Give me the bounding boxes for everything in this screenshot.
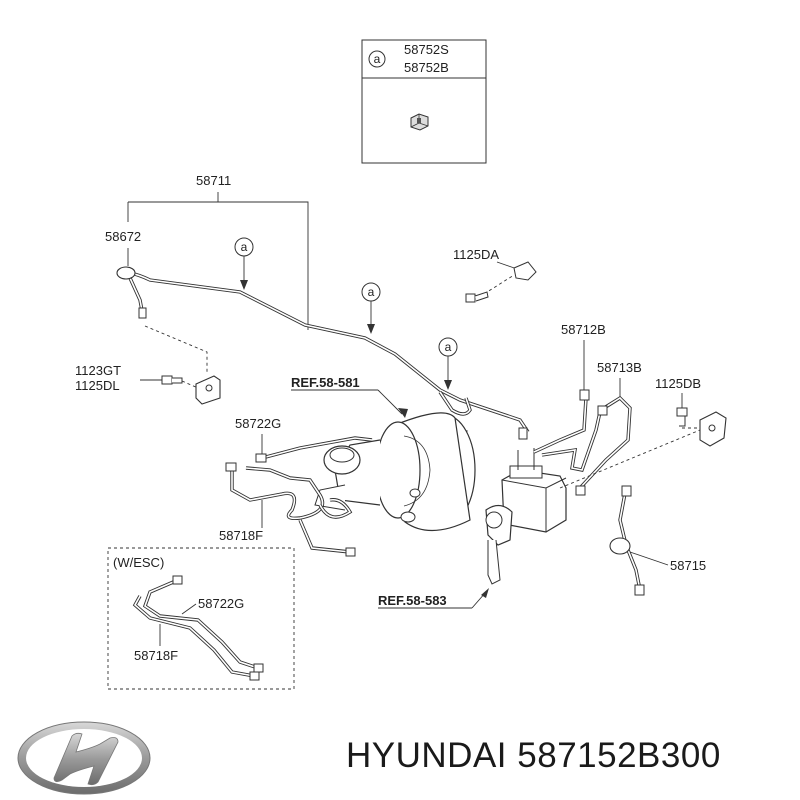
hyundai-logo-icon: [17, 721, 151, 795]
esc-title: (W/ESC): [113, 555, 164, 570]
inset-part-58752b: 58752B: [404, 60, 449, 75]
footer-caption: HYUNDAI 587152B300: [346, 736, 721, 776]
svg-text:a: a: [445, 340, 452, 354]
label-58715: 58715: [670, 558, 706, 573]
pipe-bracket: [195, 375, 221, 405]
clip-marker-1: a: [234, 237, 254, 290]
ref-58-581: REF.58-581: [291, 375, 360, 390]
pipe-58722g-58718f: [225, 436, 373, 557]
grommet-58672: [116, 266, 136, 280]
pipe-fitting: [138, 307, 147, 319]
clip-marker-3: a: [438, 337, 458, 390]
abs-module: [485, 448, 567, 585]
svg-text:a: a: [241, 240, 248, 254]
esc-variant-box: (W/ESC) 58722G 58718F: [107, 547, 295, 690]
label-58712b: 58712B: [561, 322, 606, 337]
inset-marker: a: [374, 52, 381, 66]
label-58722g: 58722G: [235, 416, 281, 431]
label-1123gt: 1123GT: [75, 363, 121, 378]
part-number: 587152B300: [517, 736, 721, 775]
bolt-1125da: [465, 291, 489, 303]
bracket-1125db: [699, 411, 727, 447]
clip-icon: [410, 113, 429, 131]
brake-booster: [314, 412, 476, 532]
label-1125dl: 1125DL: [75, 378, 120, 393]
svg-text:a: a: [368, 285, 375, 299]
bracket-1125da: [513, 261, 537, 281]
brand-name: HYUNDAI: [346, 736, 508, 775]
leader-58711: 58711: [127, 173, 309, 330]
esc-label-58722g: 58722G: [198, 596, 244, 611]
clip-detail-inset: a 58752S 58752B: [361, 39, 487, 164]
bolt-1123gt: [161, 375, 183, 385]
bolt-1125db: [676, 407, 688, 427]
clip-marker-2: a: [361, 282, 381, 334]
label-1125da: 1125DA: [453, 247, 499, 262]
label-58713b: 58713B: [597, 360, 642, 375]
label-58718f: 58718F: [219, 528, 263, 543]
esc-label-58718f: 58718F: [134, 648, 178, 663]
pipe-58712b-58713b: [533, 389, 632, 496]
ref-58-583: REF.58-583: [378, 593, 447, 608]
label-58672: 58672: [105, 229, 141, 244]
inset-part-58752s: 58752S: [404, 42, 449, 57]
hose-58715: [609, 485, 645, 596]
label-1125db: 1125DB: [655, 376, 701, 391]
label-58711: 58711: [196, 173, 231, 188]
